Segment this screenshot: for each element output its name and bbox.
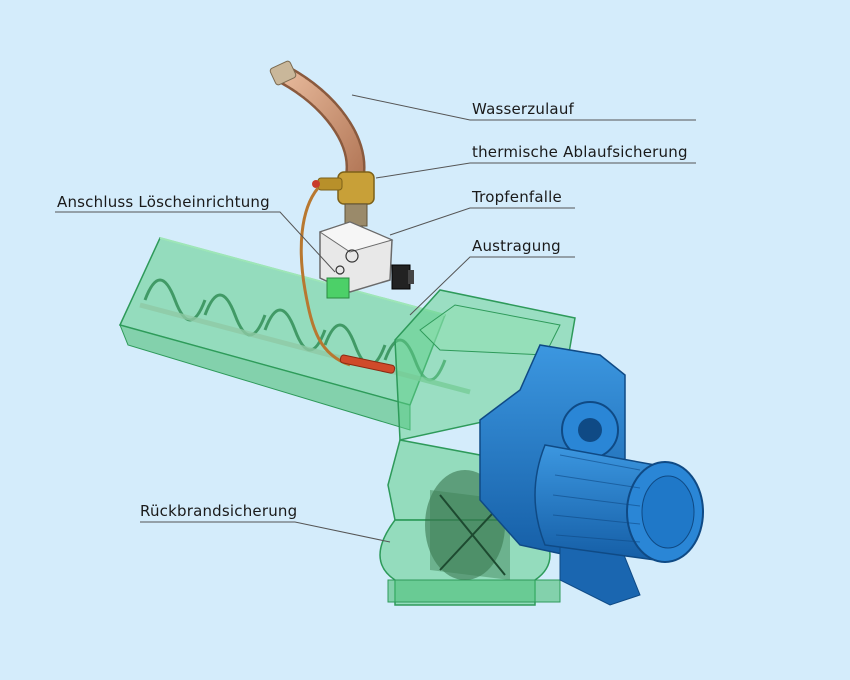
drip-trap bbox=[318, 221, 414, 299]
capillary-tube bbox=[299, 187, 396, 374]
leader-lines bbox=[55, 94, 696, 543]
label-wasserzulauf: Wasserzulauf bbox=[472, 100, 575, 118]
motor bbox=[534, 444, 704, 563]
water-hose bbox=[269, 60, 366, 185]
label-tropfenfalle: Tropfenfalle bbox=[472, 188, 562, 206]
thermal-valve bbox=[312, 171, 375, 227]
label-anschluss-loescheinrichtung: Anschluss Löscheinrichtung bbox=[57, 193, 270, 211]
label-austragung: Austragung bbox=[472, 237, 561, 255]
label-rueckbrandsicherung: Rückbrandsicherung bbox=[140, 502, 298, 520]
label-thermische-ablaufsicherung: thermische Ablaufsicherung bbox=[472, 143, 688, 161]
